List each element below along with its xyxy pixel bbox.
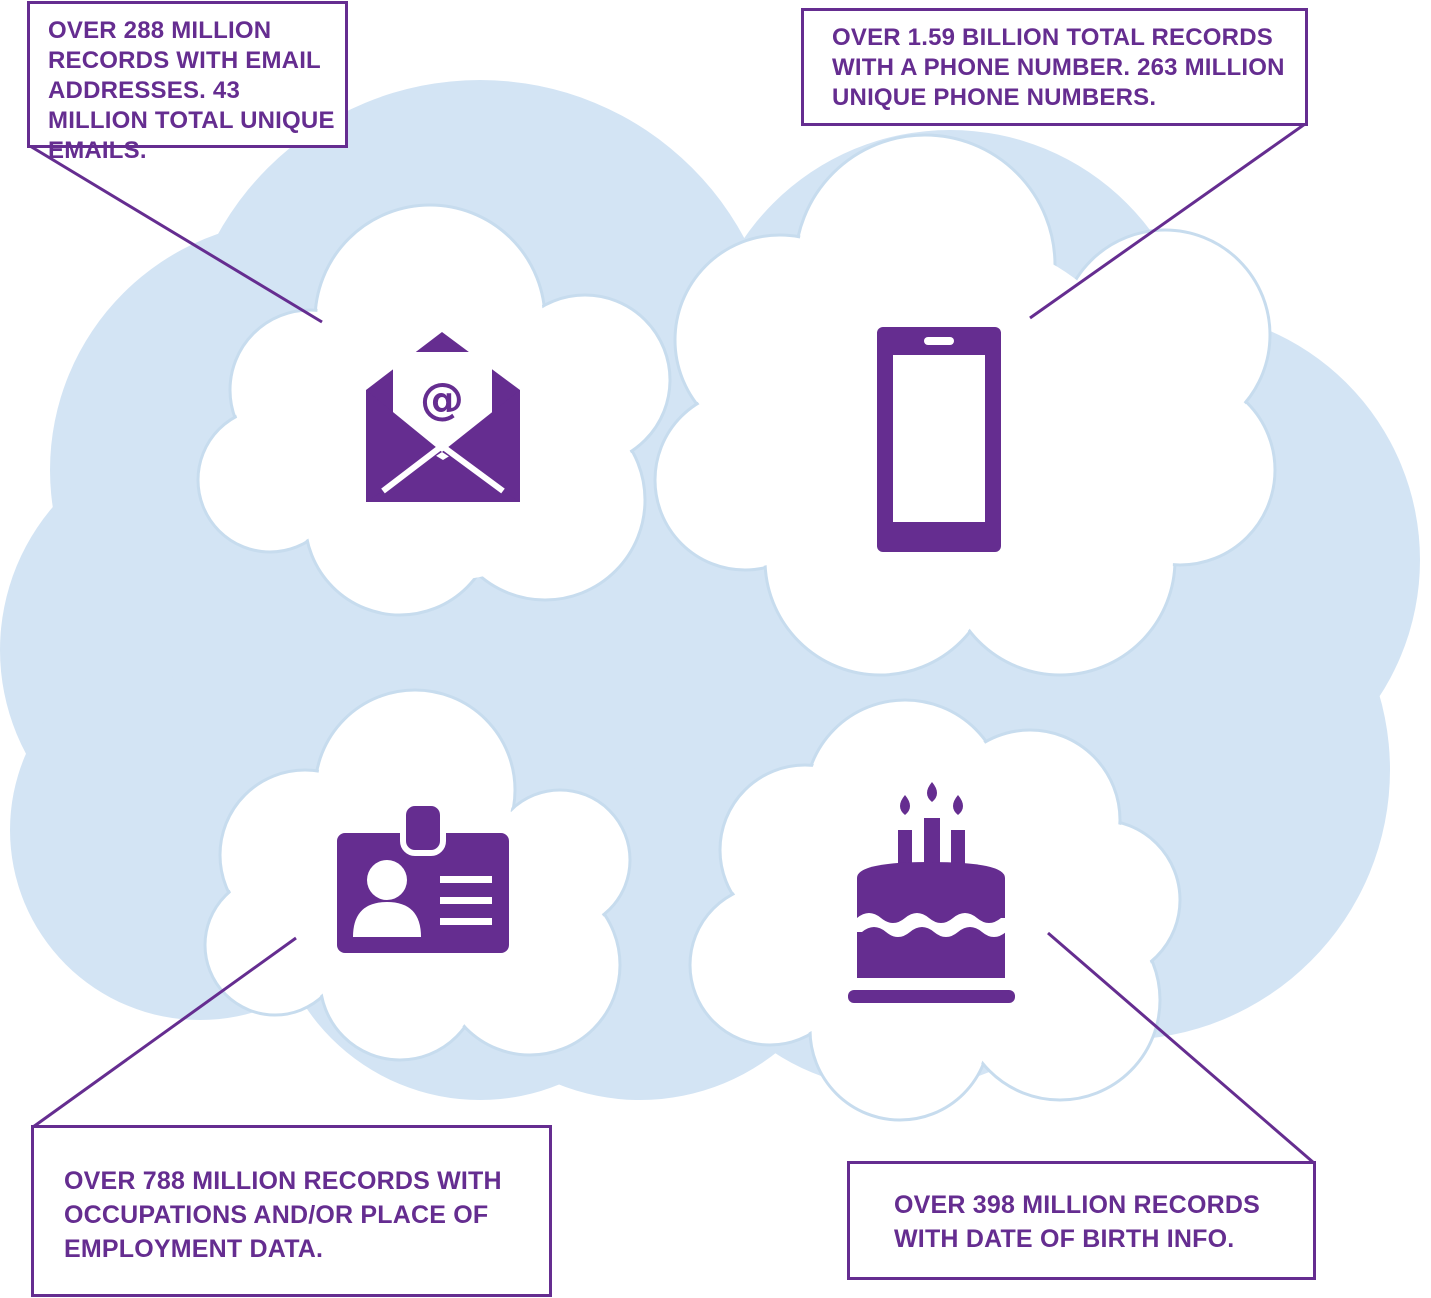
at-symbol: @ [420, 374, 464, 425]
id-badge-icon [337, 800, 509, 953]
callout-phones: OVER 1.59 BILLION TOTAL RECORDS WITH A P… [801, 8, 1308, 126]
callout-occupations: OVER 788 MILLION RECORDS WITH OCCUPATION… [31, 1125, 552, 1297]
callout-emails-text: OVER 288 MILLION RECORDS WITH EMAIL ADDR… [48, 17, 335, 164]
callout-birth: OVER 398 MILLION RECORDS WITH DATE OF BI… [847, 1161, 1316, 1280]
smartphone-icon [877, 327, 1001, 552]
leader-line-phones [1029, 122, 1306, 320]
leader-lines [29, 122, 1315, 1165]
callout-occupations-text: OVER 788 MILLION RECORDS WITH OCCUPATION… [64, 1167, 502, 1263]
callout-emails: OVER 288 MILLION RECORDS WITH EMAIL ADDR… [27, 1, 348, 164]
envelope-at-icon: @ [366, 332, 520, 502]
leader-line-birth [1047, 931, 1315, 1165]
leader-line-emails [29, 144, 323, 324]
callout-birth-text: OVER 398 MILLION RECORDS WITH DATE OF BI… [894, 1191, 1260, 1253]
leader-line-occupations [32, 936, 297, 1129]
birthday-cake-icon [848, 782, 1015, 1003]
callout-phones-text: OVER 1.59 BILLION TOTAL RECORDS WITH A P… [832, 24, 1285, 111]
